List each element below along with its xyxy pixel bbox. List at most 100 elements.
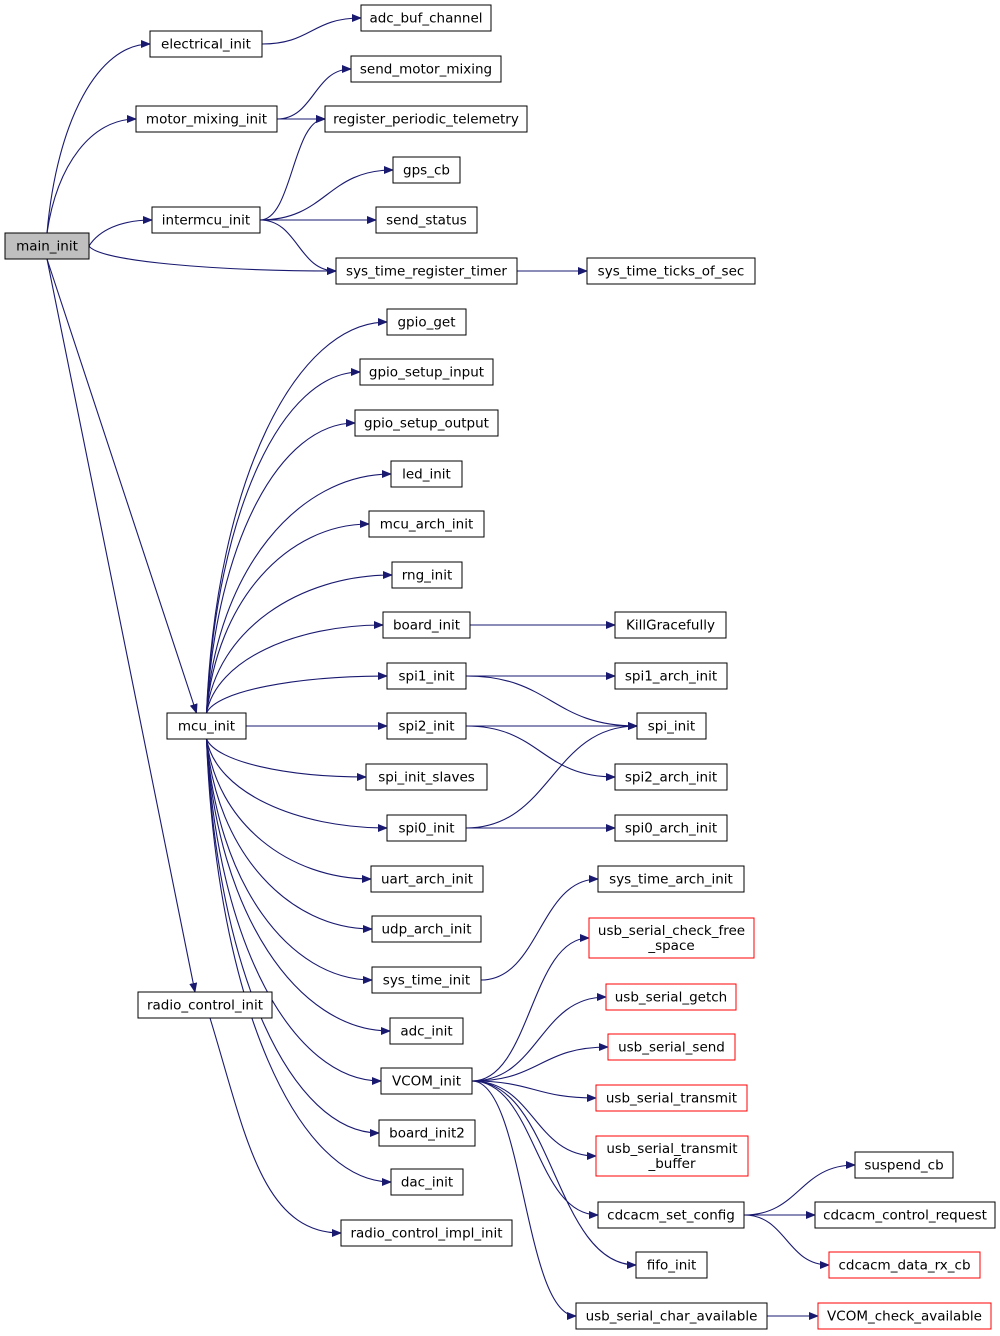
- node-label: led_init: [402, 467, 451, 483]
- node-label: fifo_init: [647, 1258, 697, 1274]
- node-board_init2[interactable]: board_init2: [378, 1119, 476, 1147]
- node-label: _buffer: [647, 1156, 695, 1172]
- edge-mcu_init-to-spi_init_slaves: [205, 738, 367, 781]
- node-label: uart_arch_init: [381, 872, 473, 888]
- node-spi1_init[interactable]: spi1_init: [386, 662, 467, 690]
- node-label: radio_control_impl_init: [350, 1226, 502, 1242]
- node-box: [614, 662, 728, 690]
- edge-mcu_init-to-rng_init: [205, 571, 393, 714]
- node-send_motor_mixing[interactable]: send_motor_mixing: [350, 55, 502, 83]
- node-box: [368, 510, 485, 538]
- node-box: [854, 1151, 954, 1179]
- node-label: sys_time_init: [383, 973, 470, 989]
- node-motor_mixing_init[interactable]: motor_mixing_init: [135, 105, 278, 133]
- node-usb_serial_send[interactable]: usb_serial_send: [607, 1033, 736, 1061]
- edge-main_init-to-electrical_init: [46, 40, 151, 234]
- node-box: [386, 662, 467, 690]
- node-spi_init[interactable]: spi_init: [636, 712, 707, 740]
- node-box: [149, 30, 263, 58]
- node-usb_serial_transmit_buffer[interactable]: usb_serial_transmit_buffer: [595, 1135, 749, 1177]
- node-VCOM_init[interactable]: VCOM_init: [380, 1067, 473, 1095]
- node-label: gpio_get: [397, 315, 455, 331]
- node-mcu_arch_init[interactable]: mcu_arch_init: [368, 510, 485, 538]
- node-usb_serial_check_free_space[interactable]: usb_serial_check_free_space: [588, 917, 755, 959]
- node-label: intermcu_init: [162, 213, 250, 229]
- node-label: cdcacm_control_request: [823, 1208, 987, 1224]
- node-mcu_init[interactable]: mcu_init: [166, 712, 247, 740]
- edge-mcu_init-to-adc_init: [205, 738, 391, 1035]
- node-label: motor_mixing_init: [146, 112, 267, 128]
- node-intermcu_init[interactable]: intermcu_init: [151, 206, 261, 234]
- node-cdcacm_data_rx_cb[interactable]: cdcacm_data_rx_cb: [828, 1251, 981, 1279]
- node-radio_control_init[interactable]: radio_control_init: [137, 991, 273, 1019]
- node-cdcacm_set_config[interactable]: cdcacm_set_config: [597, 1201, 745, 1229]
- node-box: [614, 611, 727, 639]
- node-usb_serial_char_available[interactable]: usb_serial_char_available: [575, 1302, 768, 1330]
- node-label: cdcacm_set_config: [607, 1208, 735, 1224]
- node-label: dac_init: [401, 1175, 453, 1191]
- node-electrical_init[interactable]: electrical_init: [149, 30, 263, 58]
- edge-mcu_init-to-sys_time_init: [205, 738, 373, 984]
- node-label: spi1_arch_init: [625, 669, 717, 685]
- node-cdcacm_control_request[interactable]: cdcacm_control_request: [814, 1201, 996, 1229]
- node-box: [360, 4, 492, 32]
- node-adc_init[interactable]: adc_init: [389, 1017, 464, 1045]
- node-rng_init[interactable]: rng_init: [391, 561, 463, 589]
- node-spi2_init[interactable]: spi2_init: [386, 712, 467, 740]
- node-KillGracefully[interactable]: KillGracefully: [614, 611, 727, 639]
- node-sys_time_register_timer[interactable]: sys_time_register_timer: [335, 257, 518, 285]
- node-send_status[interactable]: send_status: [375, 206, 478, 234]
- node-label: register_periodic_telemetry: [333, 112, 519, 128]
- node-label: spi1_init: [398, 669, 454, 685]
- edge-VCOM_init-to-fifo_init: [471, 1080, 637, 1269]
- edge-mcu_init-to-board_init: [205, 621, 384, 714]
- node-VCOM_check_available[interactable]: VCOM_check_available: [817, 1302, 992, 1330]
- node-label: spi2_arch_init: [625, 770, 717, 786]
- edge-VCOM_init-to-usb_serial_check_free_space: [471, 934, 590, 1082]
- node-uart_arch_init[interactable]: uart_arch_init: [370, 865, 484, 893]
- node-radio_control_impl_init[interactable]: radio_control_impl_init: [340, 1219, 513, 1247]
- node-gps_cb[interactable]: gps_cb: [392, 156, 461, 184]
- node-box: [370, 865, 484, 893]
- node-spi2_arch_init[interactable]: spi2_arch_init: [614, 763, 728, 791]
- node-box: [595, 1084, 748, 1112]
- node-suspend_cb[interactable]: suspend_cb: [854, 1151, 954, 1179]
- node-label: radio_control_init: [147, 998, 263, 1014]
- node-box: [575, 1302, 768, 1330]
- node-usb_serial_getch[interactable]: usb_serial_getch: [605, 983, 737, 1011]
- node-spi1_arch_init[interactable]: spi1_arch_init: [614, 662, 728, 690]
- edge-mcu_init-to-led_init: [205, 470, 392, 714]
- edge-mcu_init-to-dac_init: [205, 738, 392, 1186]
- node-spi0_init[interactable]: spi0_init: [386, 814, 467, 842]
- node-label: suspend_cb: [864, 1158, 943, 1174]
- node-sys_time_ticks_of_sec[interactable]: sys_time_ticks_of_sec: [586, 257, 756, 285]
- node-label: gpio_setup_input: [369, 365, 484, 381]
- node-fifo_init[interactable]: fifo_init: [635, 1251, 708, 1279]
- node-box: [389, 1017, 464, 1045]
- node-register_periodic_telemetry[interactable]: register_periodic_telemetry: [324, 105, 528, 133]
- node-board_init[interactable]: board_init: [382, 611, 471, 639]
- node-box: [382, 611, 471, 639]
- node-sys_time_arch_init[interactable]: sys_time_arch_init: [597, 865, 745, 893]
- node-box: [380, 1067, 473, 1095]
- node-box: [135, 105, 278, 133]
- node-box: [166, 712, 247, 740]
- node-gpio_setup_input[interactable]: gpio_setup_input: [359, 358, 494, 386]
- node-box: [597, 1201, 745, 1229]
- node-adc_buf_channel[interactable]: adc_buf_channel: [360, 4, 492, 32]
- node-main_init[interactable]: main_init: [4, 232, 90, 260]
- node-dac_init[interactable]: dac_init: [390, 1168, 464, 1196]
- node-spi0_arch_init[interactable]: spi0_arch_init: [614, 814, 728, 842]
- node-box: [340, 1219, 513, 1247]
- node-label: usb_serial_char_available: [586, 1309, 758, 1325]
- node-sys_time_init[interactable]: sys_time_init: [371, 966, 482, 994]
- node-led_init[interactable]: led_init: [390, 460, 463, 488]
- node-spi_init_slaves[interactable]: spi_init_slaves: [365, 763, 488, 791]
- node-box: [371, 966, 482, 994]
- node-label: send_motor_mixing: [360, 62, 492, 78]
- node-usb_serial_transmit[interactable]: usb_serial_transmit: [595, 1084, 748, 1112]
- node-udp_arch_init[interactable]: udp_arch_init: [371, 915, 482, 943]
- node-gpio_setup_output[interactable]: gpio_setup_output: [354, 409, 499, 437]
- node-label: usb_serial_send: [618, 1040, 725, 1056]
- node-gpio_get[interactable]: gpio_get: [386, 308, 467, 336]
